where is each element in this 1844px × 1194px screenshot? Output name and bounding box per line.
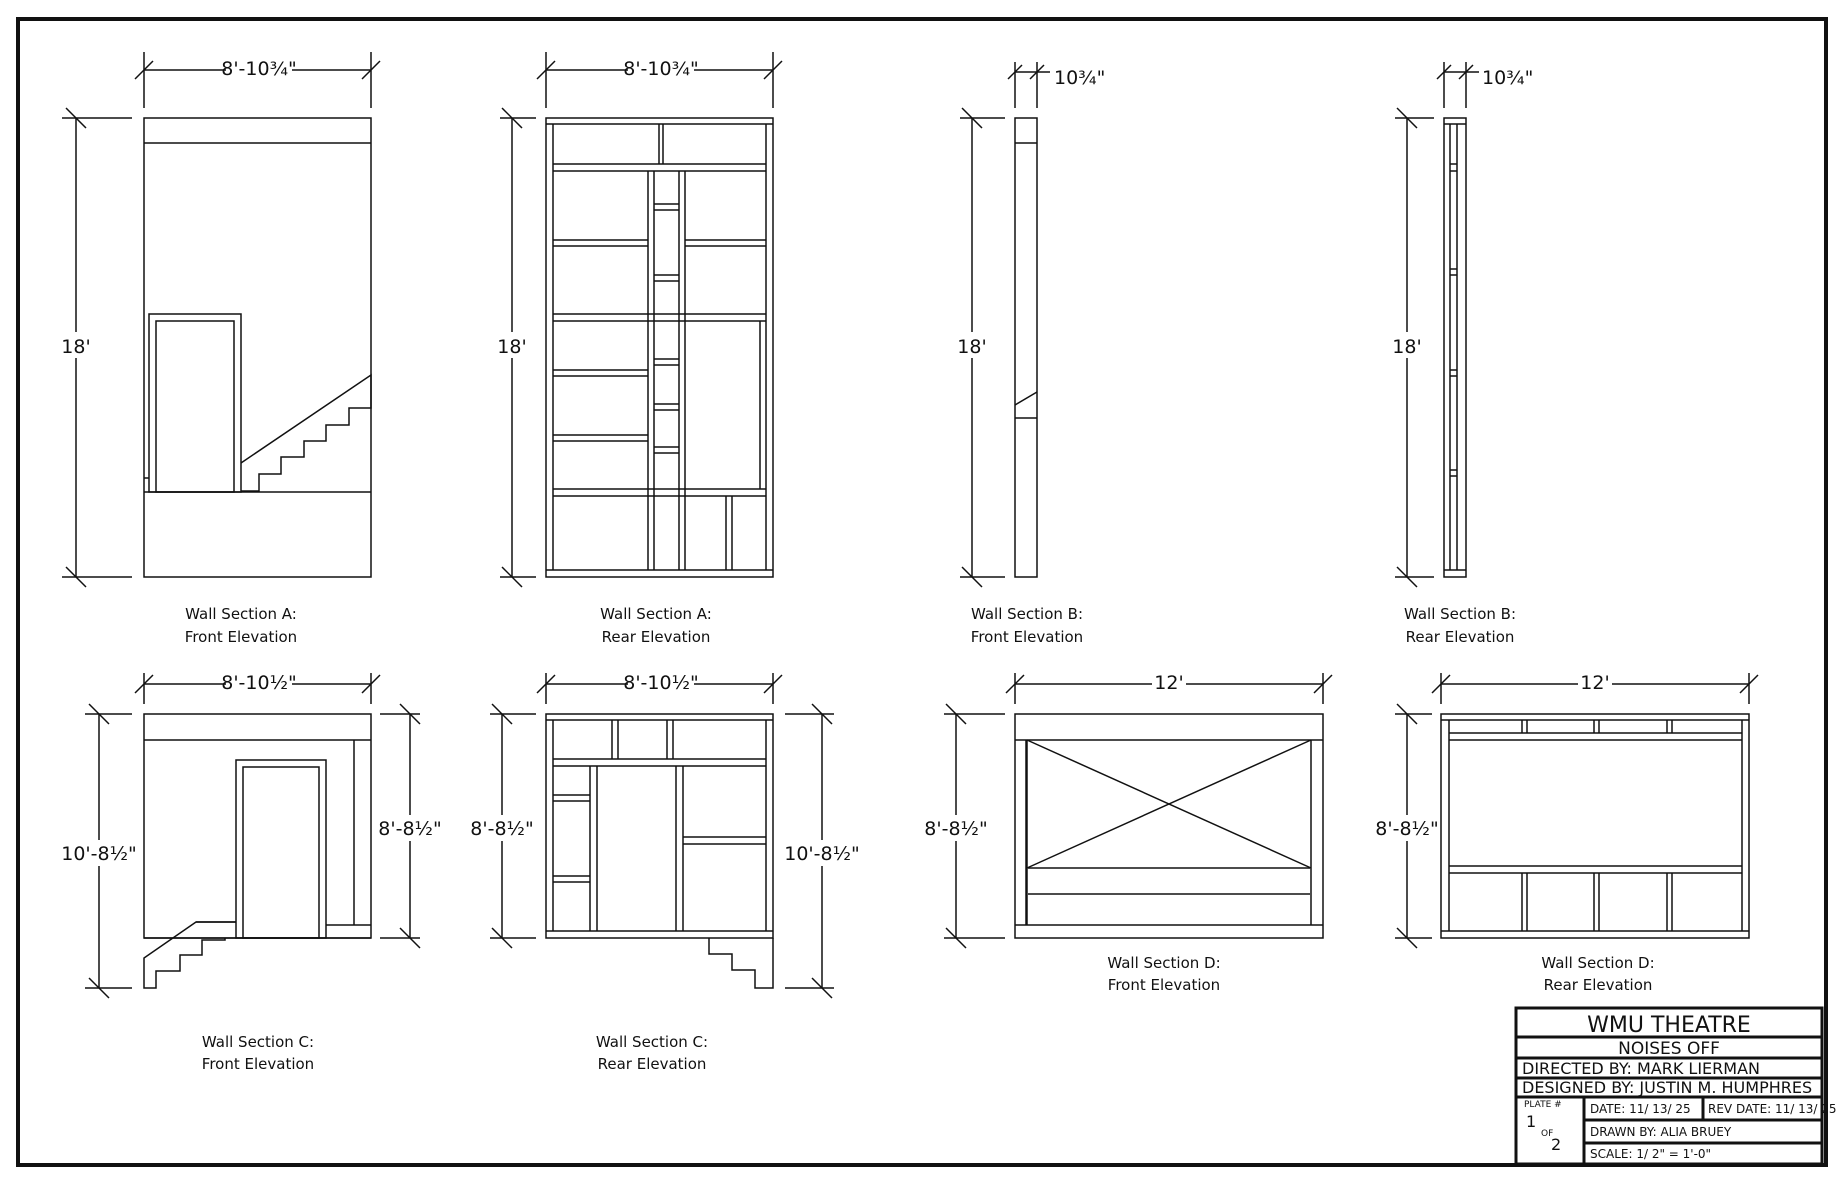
dim-a-front-height: 18' (61, 336, 90, 358)
caption-c-rear-view: Rear Elevation (598, 1055, 707, 1073)
title-block-plate-number: 1 (1526, 1112, 1536, 1131)
dim-c-front-height: 10'-8½" (61, 843, 137, 865)
title-block-org: WMU THEATRE (1587, 1013, 1751, 1038)
caption-d-rear-view: Rear Elevation (1544, 976, 1653, 994)
wall-c-rear-elevation (490, 673, 834, 999)
title-block-plate-label: PLATE # (1524, 1100, 1562, 1110)
title-block-scale: SCALE: 1/ 2" = 1'-0" (1590, 1147, 1711, 1161)
dim-a-front-width: 8'-10¾" (221, 58, 297, 80)
wall-d-rear-elevation (1395, 673, 1759, 949)
dim-c-front-height-wall: 8'-8½" (378, 818, 441, 840)
dim-d-rear-height: 8'-8½" (1375, 818, 1438, 840)
dim-c-rear-height-total: 10'-8½" (784, 843, 860, 865)
caption-a-front-view: Front Elevation (185, 628, 297, 646)
caption-a-rear-view: Rear Elevation (602, 628, 711, 646)
dim-b-rear-height: 18' (1392, 336, 1421, 358)
caption-a-front-title: Wall Section A: (185, 605, 297, 623)
caption-b-rear-title: Wall Section B: (1404, 605, 1516, 623)
caption-b-front-title: Wall Section B: (971, 605, 1083, 623)
dim-a-rear-height: 18' (497, 336, 526, 358)
dim-a-rear-width: 8'-10¾" (623, 58, 699, 80)
dim-c-rear-height: 8'-8½" (470, 818, 533, 840)
title-block-of-label: OF (1541, 1129, 1553, 1139)
caption-b-rear-view: Rear Elevation (1406, 628, 1515, 646)
dim-d-front-width: 12' (1154, 672, 1183, 694)
caption-c-front-view: Front Elevation (202, 1055, 314, 1073)
caption-a-rear-title: Wall Section A: (600, 605, 712, 623)
title-block-directed: DIRECTED BY: MARK LIERMAN (1522, 1059, 1760, 1078)
dim-d-rear-width: 12' (1580, 672, 1609, 694)
title-block-designed: DESIGNED BY: JUSTIN M. HUMPHRES (1522, 1078, 1812, 1097)
dim-d-front-height: 8'-8½" (924, 818, 987, 840)
wall-d-front-elevation (944, 673, 1333, 949)
wall-b-front-elevation (960, 62, 1050, 588)
title-block-plate-total: 2 (1551, 1135, 1561, 1154)
title-block-show: NOISES OFF (1618, 1039, 1720, 1059)
dim-b-front-height: 18' (957, 336, 986, 358)
title-block-date: DATE: 11/ 13/ 25 (1590, 1102, 1691, 1116)
dim-b-rear-width: 10¾" (1482, 67, 1533, 89)
caption-c-front-title: Wall Section C: (202, 1033, 314, 1051)
dim-b-front-width: 10¾" (1054, 67, 1105, 89)
caption-c-rear-title: Wall Section C: (596, 1033, 708, 1051)
wall-c-front-elevation (85, 673, 421, 999)
caption-d-front-title: Wall Section D: (1107, 954, 1220, 972)
title-block-drawn-by: DRAWN BY: ALIA BRUEY (1590, 1125, 1732, 1139)
title-block-rev-date: REV DATE: 11/ 13/ 25 (1708, 1102, 1837, 1116)
title-block (1514, 1006, 1824, 1166)
caption-d-rear-title: Wall Section D: (1541, 954, 1654, 972)
caption-b-front-view: Front Elevation (971, 628, 1083, 646)
wall-a-rear-elevation (500, 52, 783, 588)
caption-d-front-view: Front Elevation (1108, 976, 1220, 994)
dim-c-rear-width: 8'-10½" (623, 672, 699, 694)
dim-c-front-width: 8'-10½" (221, 672, 297, 694)
sheet-border (16, 17, 1828, 1167)
